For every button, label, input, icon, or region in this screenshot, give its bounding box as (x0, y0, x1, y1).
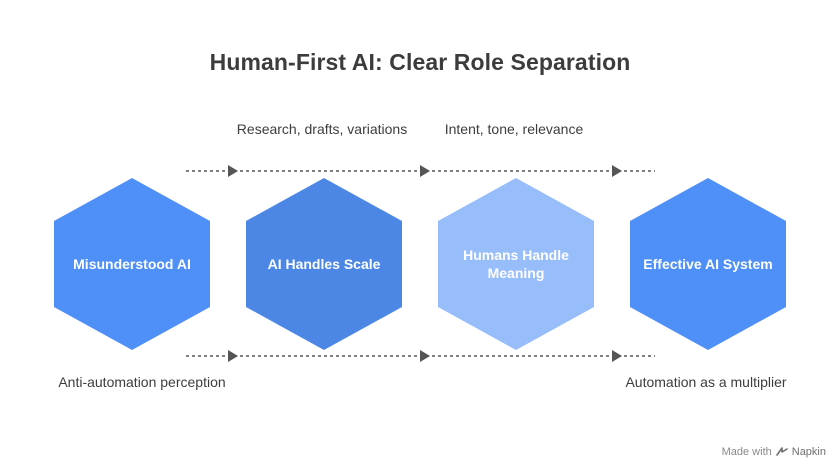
note-scale-tasks: Research, drafts, variations (236, 121, 408, 137)
connector-arrows (186, 165, 655, 362)
step-label-ai-handles-scale: AI Handles Scale (267, 256, 381, 272)
napkin-logo-icon (775, 447, 788, 456)
hexagon-steps (54, 178, 786, 350)
watermark-prefix: Made with (721, 446, 772, 458)
arrowhead-icon (228, 350, 238, 362)
hexagon-humans-handle-meaning (438, 178, 594, 350)
note-meaning-tasks: Intent, tone, relevance (444, 121, 584, 137)
hexagon-ai-handles-scale (246, 178, 402, 350)
napkin-watermark: Made with Napkin (722, 446, 826, 458)
arrowhead-icon (612, 350, 622, 362)
watermark-brand: Napkin (791, 446, 826, 458)
arrowhead-icon (420, 165, 430, 177)
hexagon-effective-ai-system (630, 178, 786, 350)
step-label-humans-handle-meaning: Humans Handle Meaning (463, 247, 569, 281)
arrowhead-icon (420, 350, 430, 362)
hexagon-misunderstood-ai (54, 178, 210, 350)
step-label-misunderstood-ai: Misunderstood AI (73, 256, 191, 272)
note-start-state: Anti-automation perception (58, 374, 226, 390)
page-title: Human-First AI: Clear Role Separation (209, 49, 631, 75)
step-label-effective-ai-system: Effective AI System (643, 256, 773, 272)
note-end-state: Automation as a multiplier (625, 374, 787, 390)
arrowhead-icon (612, 165, 622, 177)
arrowhead-icon (228, 165, 238, 177)
